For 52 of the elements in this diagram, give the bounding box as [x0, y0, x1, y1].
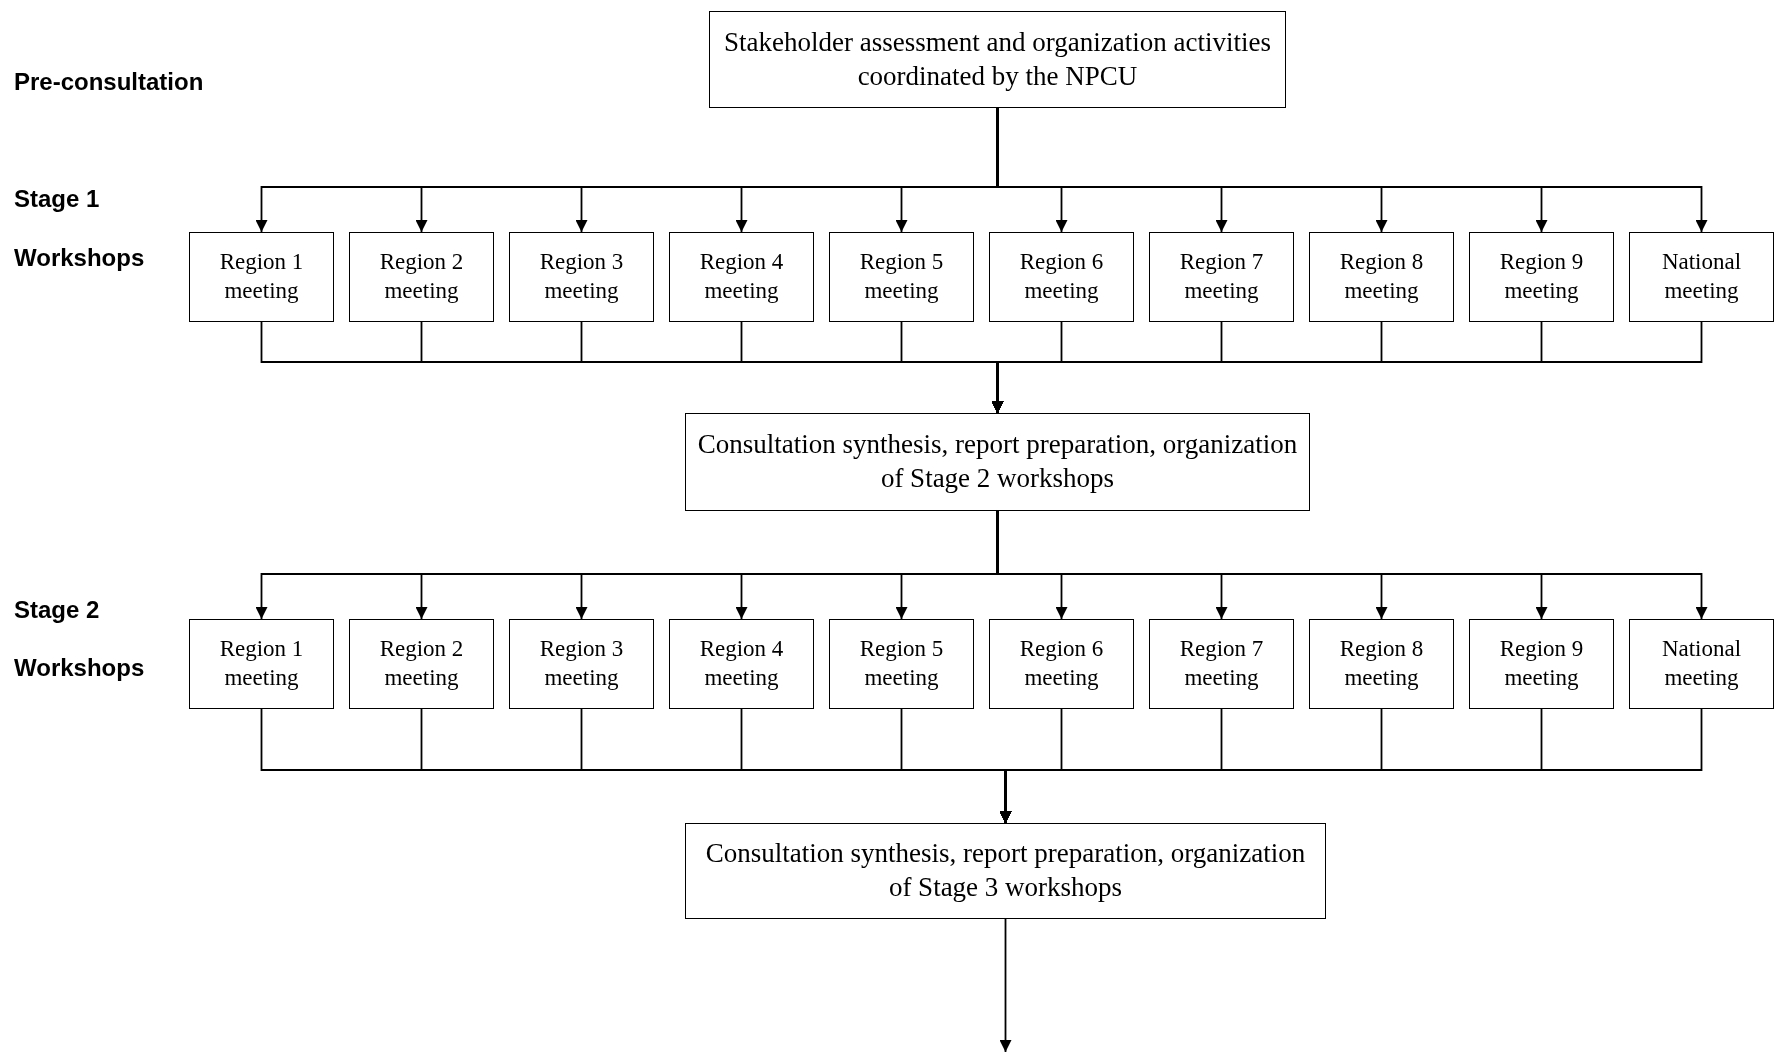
process-box — [989, 232, 1134, 322]
box-text: Region 2 meeting — [378, 248, 465, 305]
process-box — [829, 232, 974, 322]
box-text: Region 2 meeting — [378, 635, 465, 692]
box-text: Stakeholder assessment and organization activities coordinated by the NPCU — [723, 25, 1272, 93]
box-text: Region 9 meeting — [1498, 635, 1585, 692]
process-box — [1629, 232, 1774, 322]
process-box — [1309, 232, 1454, 322]
stage-label: Stage 2 — [14, 596, 100, 624]
box-text: Region 8 meeting — [1338, 635, 1425, 692]
process-box — [349, 619, 494, 709]
box-text: Region 7 meeting — [1178, 635, 1265, 692]
process-box — [1149, 619, 1294, 709]
process-box — [669, 619, 814, 709]
box-text: Consultation synthesis, report preparation, organization of Stage 3 workshops — [704, 837, 1307, 904]
process-box — [989, 619, 1134, 709]
box-text: Region 6 meeting — [1018, 635, 1105, 692]
process-box — [685, 823, 1326, 919]
process-box — [1469, 619, 1614, 709]
process-box — [1629, 619, 1774, 709]
box-text: Consultation synthesis, report preparation, organization of Stage 2 workshops — [696, 428, 1299, 495]
process-box — [189, 232, 334, 322]
box-text: Region 4 meeting — [698, 635, 785, 692]
process-box — [189, 619, 334, 709]
stage-label: Pre-consultation — [14, 68, 204, 96]
box-text: Region 7 meeting — [1178, 248, 1265, 305]
process-box — [685, 413, 1310, 511]
stage-label: Workshops — [14, 654, 145, 682]
process-box — [829, 619, 974, 709]
process-box — [709, 11, 1286, 108]
box-text: Region 8 meeting — [1338, 248, 1425, 305]
box-text: Region 3 meeting — [538, 248, 625, 305]
process-box — [1149, 232, 1294, 322]
box-text: Region 5 meeting — [858, 248, 945, 305]
process-box — [669, 232, 814, 322]
box-text: Region 5 meeting — [858, 635, 945, 692]
process-box — [1309, 619, 1454, 709]
arrow — [999, 918, 1012, 1053]
box-text: Region 9 meeting — [1498, 248, 1585, 305]
process-box — [509, 232, 654, 322]
box-text: Region 4 meeting — [698, 248, 785, 305]
box-text: Region 1 meeting — [218, 248, 305, 305]
stage-label: Stage 1 — [14, 185, 100, 213]
box-text: Region 6 meeting — [1018, 248, 1105, 305]
box-text: Region 1 meeting — [218, 635, 305, 692]
process-box — [349, 232, 494, 322]
stage-label: Workshops — [14, 244, 145, 272]
process-box — [509, 619, 654, 709]
box-text: Region 3 meeting — [538, 635, 625, 692]
box-text: National meeting — [1660, 248, 1743, 305]
box-text: National meeting — [1660, 635, 1743, 692]
process-box — [1469, 232, 1614, 322]
